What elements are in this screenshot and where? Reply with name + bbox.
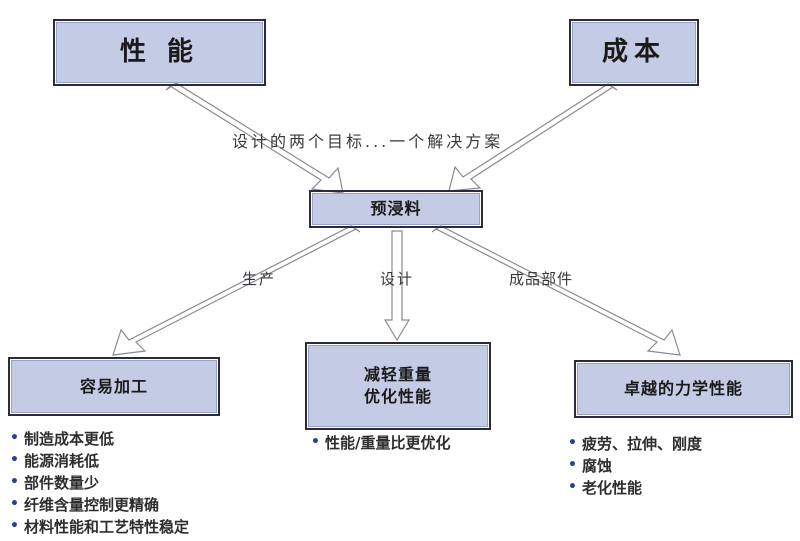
node-weight-performance-label-line1: 减轻重量 (363, 365, 432, 385)
edge-label-finished-part: 成品部件 (509, 270, 574, 288)
node-prepreg-label: 预浸料 (370, 199, 422, 219)
list-item: 性能/重量比更优化 (309, 432, 450, 455)
node-mechanical[interactable]: 卓越的力学性能 (574, 360, 793, 418)
node-cost[interactable]: 成本 (569, 19, 699, 86)
node-performance[interactable]: 性 能 (53, 19, 266, 86)
list-item: 制造成本更低 (8, 428, 189, 451)
node-mechanical-label: 卓越的力学性能 (623, 379, 743, 399)
list-item: 部件数量少 (8, 472, 189, 495)
node-cost-label: 成本 (601, 36, 666, 67)
edge-label-production: 生产 (242, 270, 277, 288)
edge-label-design-goals: 设计的两个目标...一个解决方案 (232, 132, 504, 151)
list-item: 疲劳、拉伸、刚度 (566, 433, 702, 456)
bullet-list-weight-performance: 性能/重量比更优化 (309, 432, 450, 455)
bullet-list-easy-processing: 制造成本更低 能源消耗低 部件数量少 纤维含量控制更精确 材料性能和工艺特性稳定 (8, 428, 189, 539)
list-item: 能源消耗低 (8, 450, 189, 473)
list-item: 纤维含量控制更精确 (8, 494, 189, 517)
node-weight-performance[interactable]: 减轻重量 优化性能 (305, 342, 491, 430)
node-easy-processing[interactable]: 容易加工 (8, 357, 220, 416)
list-item: 腐蚀 (566, 455, 702, 478)
list-item: 老化性能 (566, 477, 702, 500)
edge-label-design: 设计 (380, 270, 415, 288)
node-performance-label: 性 能 (119, 36, 200, 67)
arrow-prepreg-to-easy-processing (112, 225, 361, 356)
arrow-prepreg-to-mechanical (431, 225, 681, 356)
node-prepreg[interactable]: 预浸料 (309, 190, 483, 228)
list-item: 材料性能和工艺特性稳定 (8, 516, 189, 539)
node-easy-processing-label: 容易加工 (79, 376, 148, 396)
bullet-list-mechanical: 疲劳、拉伸、刚度 腐蚀 老化性能 (566, 433, 702, 500)
node-weight-performance-label-line2: 优化性能 (363, 387, 432, 406)
